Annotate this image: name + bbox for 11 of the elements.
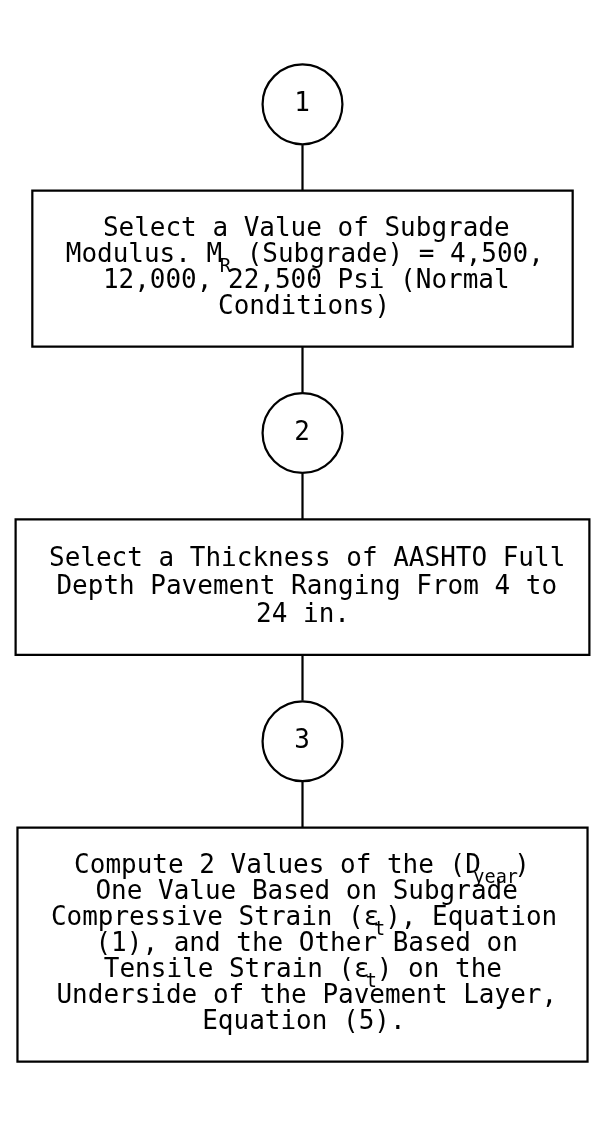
node-circle: 2 [261, 392, 344, 475]
connector [301, 655, 304, 701]
node-box: Compute 2 Values of the (D$_{year}$) One Value Based on Subgrade Compressive Strain (ε$_{t}$), Equation (1), and the Other Based on Tensile Strain (ε$_{t}$) on the Underside of the Pavement Layer, Equation (5). [16, 826, 589, 1063]
node-circle: 1 [261, 63, 344, 146]
connector [301, 145, 304, 191]
connector [301, 473, 304, 520]
node-circle: 3 [261, 700, 344, 783]
node-box: Select a Value of Subgrade Modulus. M$_{R}$ (Subgrade) = 4,500, 12,000, 22,500 Psi (Normal Conditions) [31, 189, 574, 348]
connector [301, 347, 304, 393]
connector [301, 781, 304, 828]
node-box: Select a Thickness of AASHTO Full Depth Pavement Ranging From 4 to 24 in. [14, 518, 591, 657]
